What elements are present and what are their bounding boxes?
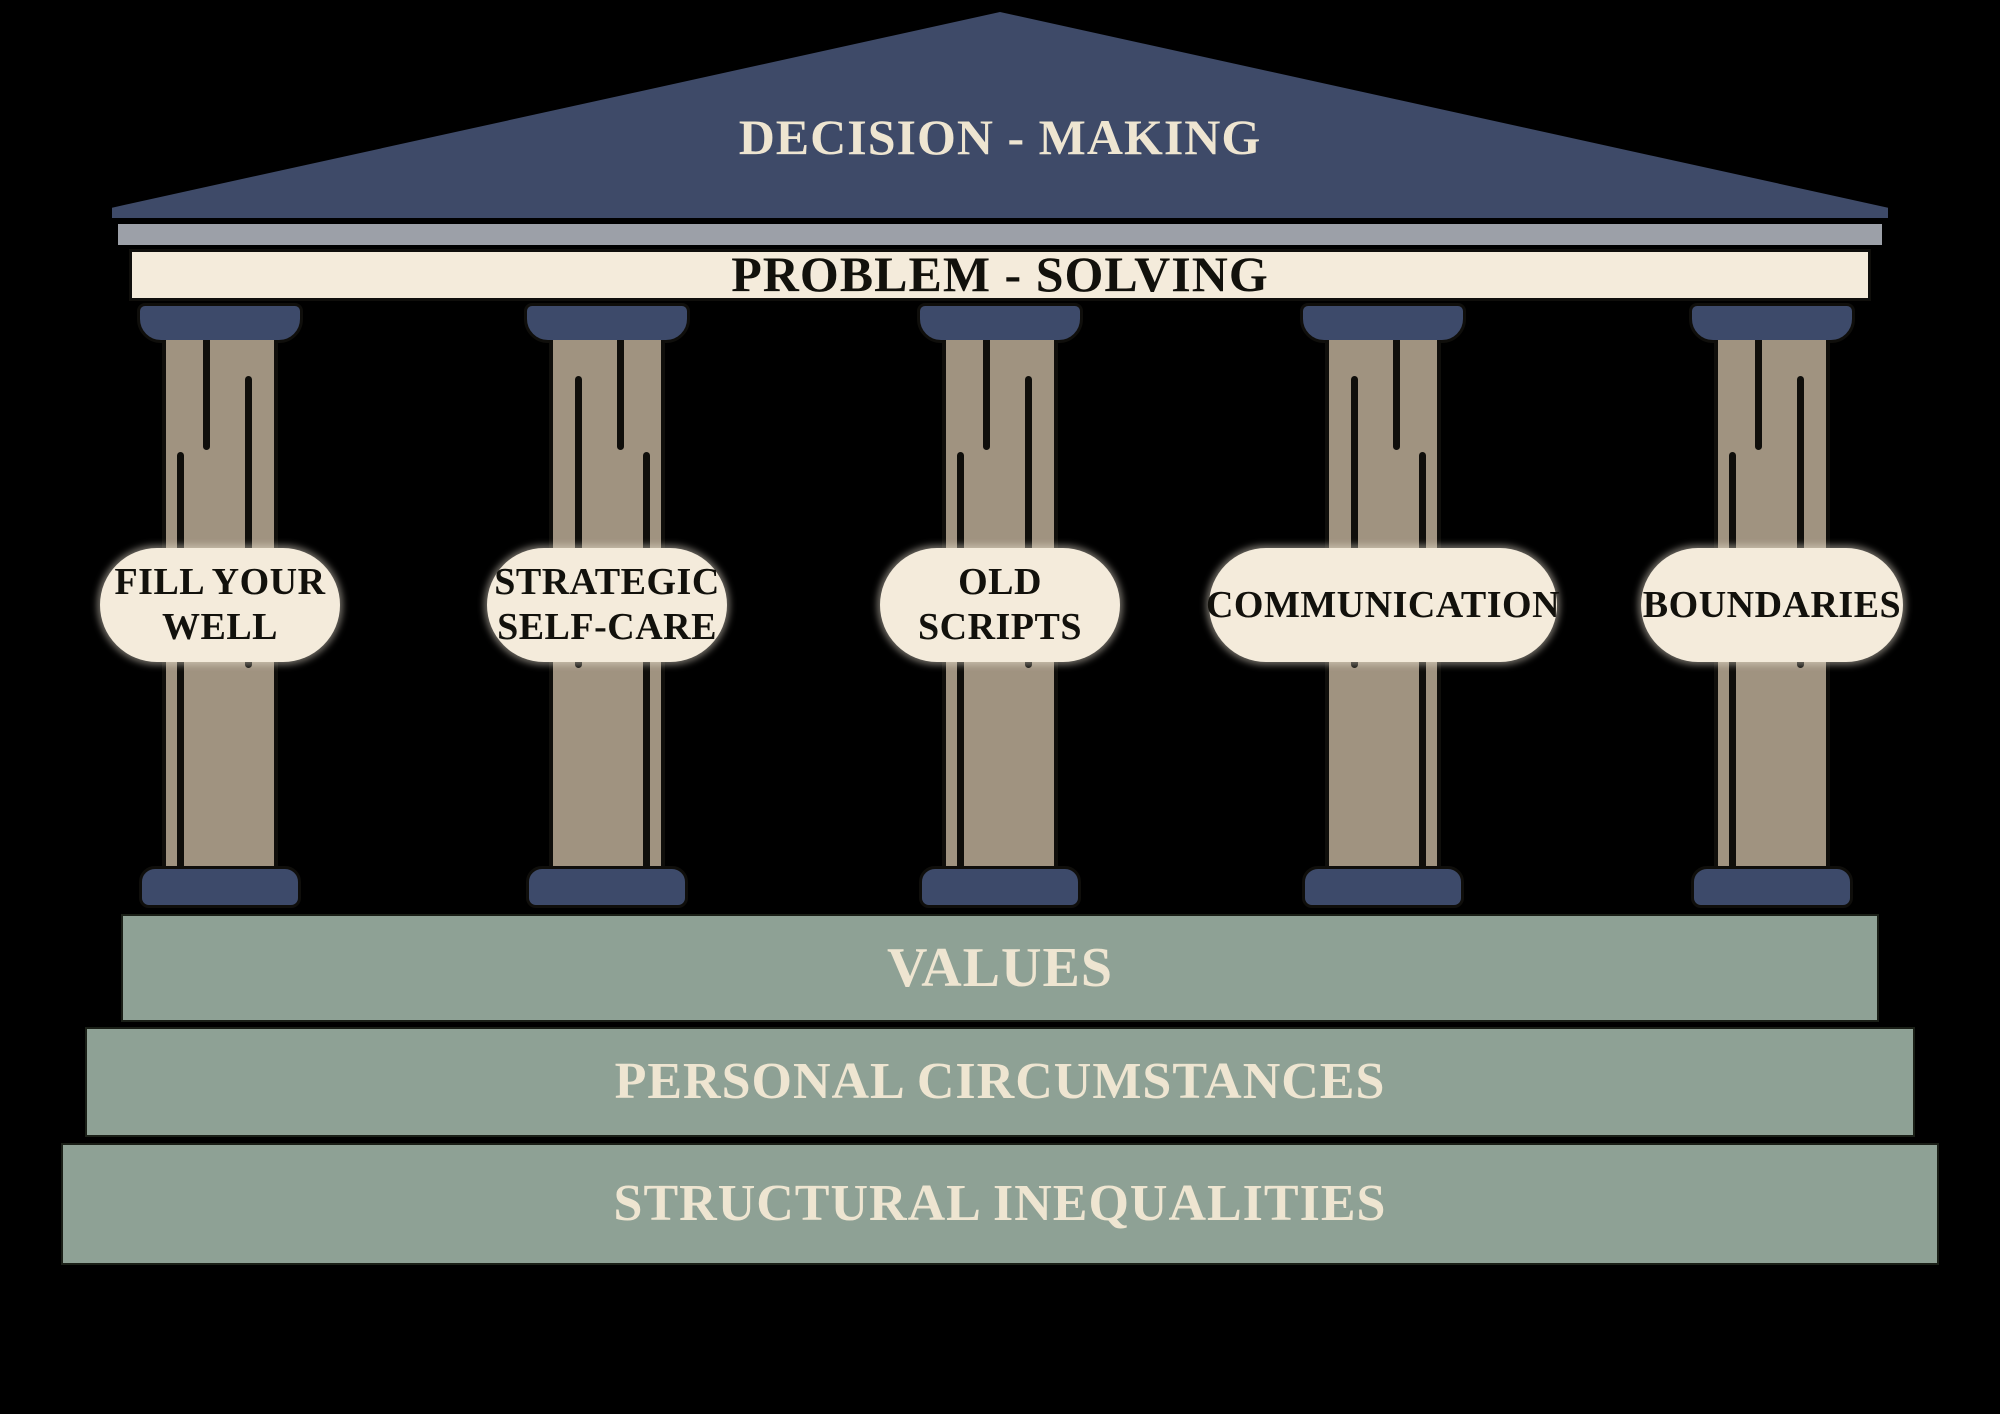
flute-line bbox=[1393, 340, 1400, 450]
column-capital bbox=[1300, 303, 1466, 343]
pillar-label: OLD SCRIPTS bbox=[918, 561, 1082, 648]
pillar-label-pill: COMMUNICATION bbox=[1205, 548, 1561, 662]
flute-line bbox=[983, 340, 990, 450]
column-base bbox=[139, 866, 301, 908]
pediment-label: DECISION - MAKING bbox=[738, 109, 1262, 165]
architrave-label: PROBLEM - SOLVING bbox=[731, 246, 1269, 302]
step-values: VALUES bbox=[121, 914, 1879, 1022]
step-label: PERSONAL CIRCUMSTANCES bbox=[614, 1053, 1386, 1110]
step-label: VALUES bbox=[887, 937, 1113, 999]
architrave-band: PROBLEM - SOLVING bbox=[129, 249, 1871, 301]
flute-line bbox=[1351, 376, 1358, 668]
column-base bbox=[919, 866, 1081, 908]
frieze-gray-band bbox=[118, 224, 1882, 245]
pillar-label: BOUNDARIES bbox=[1642, 583, 1902, 626]
column-base bbox=[1302, 866, 1464, 908]
pillar-label: FILL YOUR WELL bbox=[114, 561, 326, 648]
column-capital bbox=[1689, 303, 1855, 343]
flute-line bbox=[203, 340, 210, 450]
pediment-roof: DECISION - MAKING bbox=[112, 12, 1888, 218]
step-structural-inequalities: STRUCTURAL INEQUALITIES bbox=[61, 1143, 1939, 1265]
step-personal-circumstances: PERSONAL CIRCUMSTANCES bbox=[85, 1027, 1915, 1137]
flute-line bbox=[617, 340, 624, 450]
flute-line bbox=[575, 376, 582, 668]
pillar-label: STRATEGIC SELF-CARE bbox=[494, 561, 720, 648]
pillar-label-pill: STRATEGIC SELF-CARE bbox=[487, 548, 727, 662]
pillar-label: COMMUNICATION bbox=[1205, 583, 1561, 626]
column-capital bbox=[917, 303, 1083, 343]
column-capital bbox=[524, 303, 690, 343]
column-base bbox=[1691, 866, 1853, 908]
column-capital bbox=[137, 303, 303, 343]
pillar-label-pill: FILL YOUR WELL bbox=[100, 548, 340, 662]
pillar-label-pill: OLD SCRIPTS bbox=[880, 548, 1120, 662]
flute-line bbox=[1755, 340, 1762, 450]
step-label: STRUCTURAL INEQUALITIES bbox=[613, 1175, 1387, 1232]
column-base bbox=[526, 866, 688, 908]
pillar-label-pill: BOUNDARIES bbox=[1641, 548, 1903, 662]
